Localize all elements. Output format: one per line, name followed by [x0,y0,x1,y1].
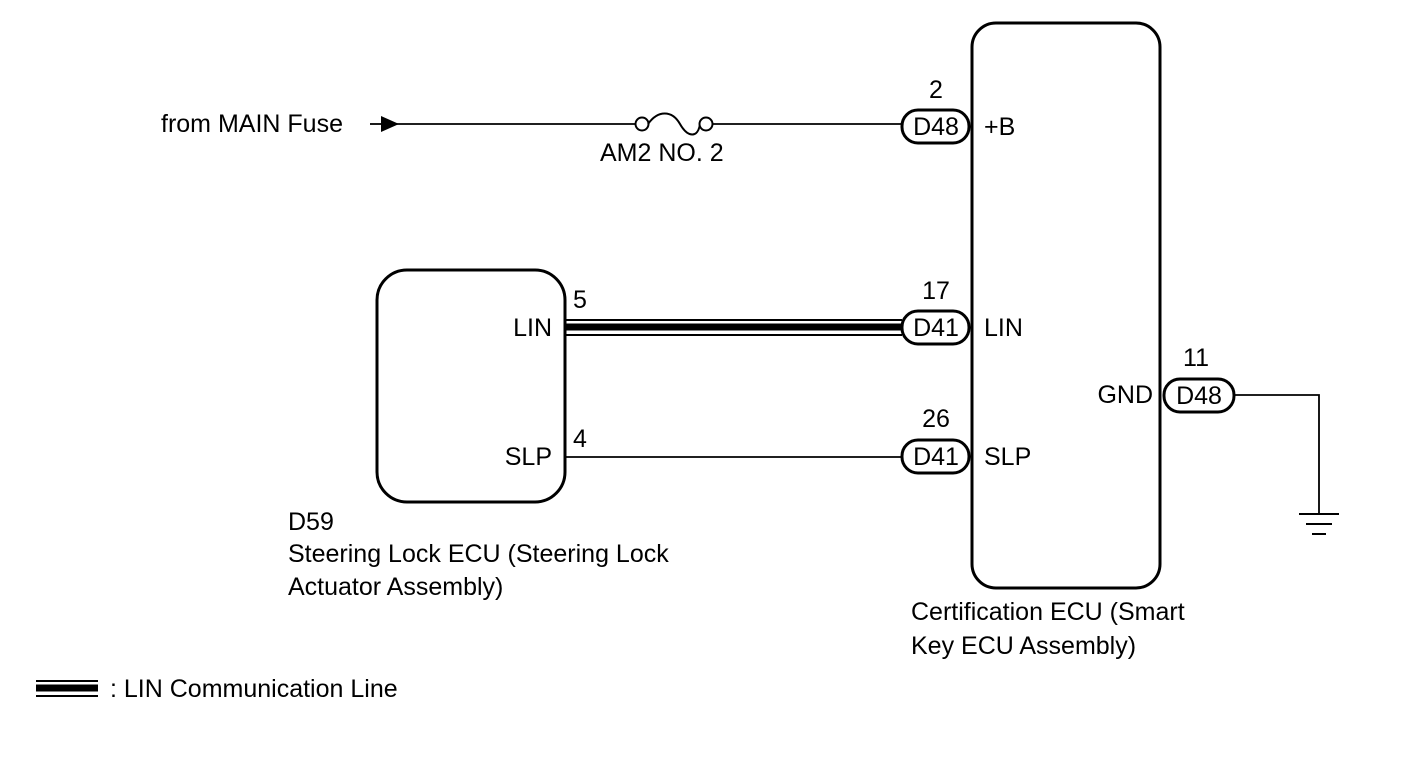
cert-pin-gnd-connector: D48 [1176,382,1222,410]
connector-d41-lin [900,309,971,346]
cert-pin-b-number: 2 [929,76,943,104]
steering-lock-ecu-name-line1: Steering Lock ECU (Steering Lock [288,540,669,568]
cert-pin-lin-number: 17 [922,277,950,305]
steering-lock-ecu-code: D59 [288,508,334,536]
cert-pin-slp-connector: D41 [913,443,959,471]
cert-pin-gnd-name: GND [1097,381,1153,409]
certification-ecu-name-line1: Certification ECU (Smart [911,598,1185,626]
power-source-label: from MAIN Fuse [161,110,343,138]
ground-icon [1299,513,1339,535]
steering-lock-pin-slp-number: 4 [573,425,587,453]
legend-text: : LIN Communication Line [110,675,398,703]
steering-lock-ecu-box [375,268,567,504]
cert-pin-lin-name: LIN [984,314,1023,342]
power-source-arrow [381,116,399,132]
certification-ecu-name-line2: Key ECU Assembly) [911,632,1136,660]
cert-pin-slp-name: SLP [984,443,1031,471]
fuse-symbol [634,112,714,136]
steering-lock-pin-slp-name: SLP [505,443,552,471]
steering-lock-pin-lin-name: LIN [513,314,552,342]
cert-pin-b-connector: D48 [913,113,959,141]
ground-wire [1234,394,1320,513]
certification-ecu-box [970,21,1162,590]
steering-lock-pin-lin-number: 5 [573,286,587,314]
cert-pin-b-name: +B [984,113,1015,141]
lin-legend-line-icon [36,680,98,697]
fuse-label: AM2 NO. 2 [600,139,724,167]
cert-pin-slp-number: 26 [922,405,950,433]
connector-d48-b [900,108,971,145]
lin-communication-wire [565,319,902,336]
cert-pin-lin-connector: D41 [913,314,959,342]
connector-d41-slp [900,438,971,475]
cert-pin-gnd-number: 11 [1183,344,1209,372]
steering-lock-ecu-name-line2: Actuator Assembly) [288,573,503,601]
